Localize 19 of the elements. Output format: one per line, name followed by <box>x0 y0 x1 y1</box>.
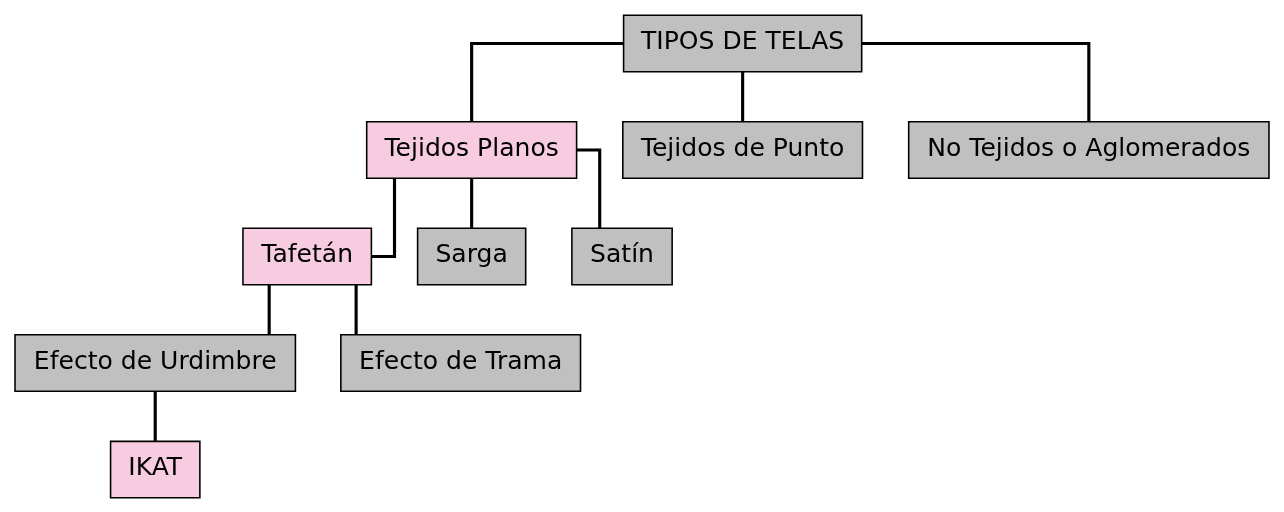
connector <box>470 178 474 228</box>
connector <box>153 391 157 441</box>
node-box: Satín <box>571 227 673 285</box>
node-box: Sarga <box>416 227 527 285</box>
node-box: Efecto de Trama <box>340 333 582 392</box>
connector <box>470 41 624 121</box>
connector <box>371 178 397 258</box>
node-box: Tejidos Planos <box>365 120 578 179</box>
connector <box>741 71 745 121</box>
connector <box>861 41 1091 121</box>
node-box: TIPOS DE TELAS <box>622 14 863 72</box>
connector <box>576 147 602 228</box>
node-box: Tafetán <box>242 227 373 285</box>
connector <box>267 284 271 334</box>
node-box: Efecto de Urdimbre <box>14 333 297 392</box>
node-box: No Tejidos o Aglomerados <box>907 120 1270 179</box>
node-box: IKAT <box>109 440 201 498</box>
node-box: Tejidos de Punto <box>622 120 864 179</box>
connector <box>354 284 358 334</box>
